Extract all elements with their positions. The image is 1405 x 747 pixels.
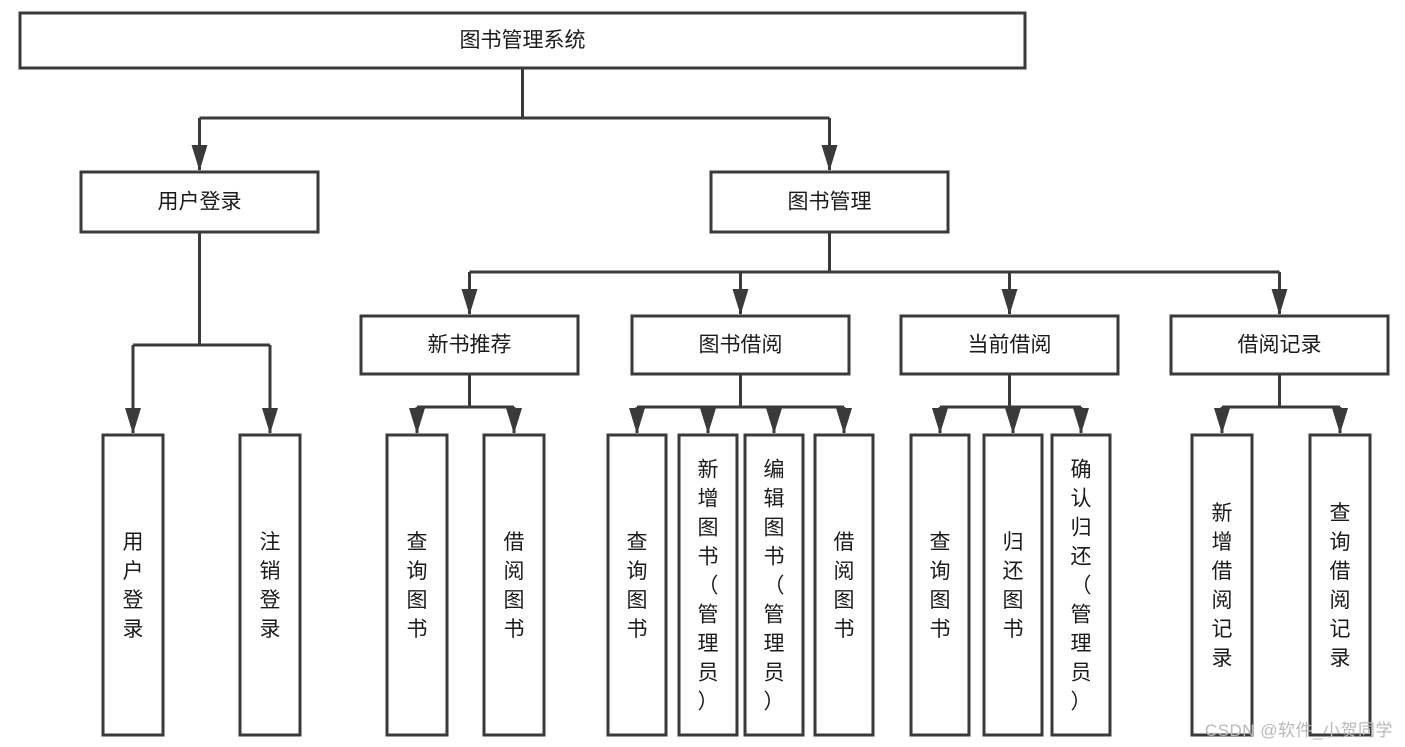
node-leaf-leaf-edit-book-admin[interactable]: 编辑图书（管理员） <box>743 433 805 737</box>
node-box <box>238 433 302 737</box>
node-box <box>1169 314 1390 376</box>
node-leaf-leaf-query-book-1[interactable]: 查询图书 <box>385 433 449 737</box>
node-label: 确认归还（管理员） <box>1071 459 1092 714</box>
node-leaf-leaf-return-book[interactable]: 归还图书 <box>982 433 1044 737</box>
arrow-head-icon <box>1001 289 1018 315</box>
arrow-head-icon <box>629 408 645 434</box>
node-leaf-leaf-borrow-book-1[interactable]: 借阅图书 <box>482 433 546 737</box>
node-l3-new-book-rec[interactable]: 新书推荐 <box>359 314 580 376</box>
node-l3-borrow-record[interactable]: 借阅记录 <box>1169 314 1390 376</box>
node-label: 当前借阅 <box>968 334 1052 357</box>
node-box <box>606 433 668 737</box>
connector-lines <box>125 68 1348 434</box>
node-label: 借阅记录 <box>1238 334 1322 357</box>
node-label: 查询图书 <box>407 531 428 641</box>
node-box <box>899 314 1120 376</box>
node-label: 借阅图书 <box>504 531 525 641</box>
arrow-head-icon <box>506 408 522 434</box>
node-leaf-leaf-query-book-3[interactable]: 查询图书 <box>909 433 971 737</box>
node-leaf-leaf-confirm-return-admin[interactable]: 确认归还（管理员） <box>1050 433 1112 737</box>
node-l3-book-borrow[interactable]: 图书借阅 <box>630 314 851 376</box>
node-box <box>743 433 805 737</box>
node-label: 新书推荐 <box>428 334 512 357</box>
node-label: 用户登录 <box>123 531 144 641</box>
node-leaf-leaf-add-book-admin[interactable]: 新增图书（管理员） <box>677 433 739 737</box>
node-leaf-leaf-query-book-2[interactable]: 查询图书 <box>606 433 668 737</box>
node-l3-current-borrow[interactable]: 当前借阅 <box>899 314 1120 376</box>
node-box <box>677 433 739 737</box>
node-label: 图书管理系统 <box>460 29 586 52</box>
node-box <box>101 433 165 737</box>
arrow-head-icon <box>700 408 716 434</box>
node-leaf-leaf-add-borrow-record[interactable]: 新增借阅记录 <box>1190 433 1254 737</box>
arrow-head-icon <box>1005 408 1021 434</box>
arrow-head-icon <box>262 408 278 434</box>
arrow-head-icon <box>191 145 208 171</box>
arrow-head-icon <box>1214 408 1230 434</box>
node-root-root[interactable]: 图书管理系统 <box>18 11 1027 70</box>
node-box <box>1190 433 1254 737</box>
node-box <box>909 433 971 737</box>
node-label: 归还图书 <box>1003 531 1024 641</box>
node-leaf-leaf-query-borrow-record[interactable]: 查询借阅记录 <box>1308 433 1372 737</box>
node-label: 新增图书（管理员） <box>698 459 719 714</box>
node-label: 图书管理 <box>788 191 872 214</box>
node-label: 图书借阅 <box>699 334 783 357</box>
node-leaf-leaf-logout[interactable]: 注销登录 <box>238 433 302 737</box>
node-label: 借阅图书 <box>834 531 855 641</box>
node-box <box>79 170 320 234</box>
arrow-head-icon <box>1271 289 1288 315</box>
arrow-head-icon <box>409 408 425 434</box>
arrow-head-icon <box>836 408 852 434</box>
node-label: 查询图书 <box>930 531 951 641</box>
arrow-head-icon <box>766 408 782 434</box>
node-box <box>385 433 449 737</box>
node-label: 编辑图书（管理员） <box>764 459 785 714</box>
node-boxes: 图书管理系统用户登录图书管理新书推荐图书借阅当前借阅借阅记录用户登录注销登录查询… <box>18 11 1390 737</box>
node-box <box>359 314 580 376</box>
node-label: 注销登录 <box>260 531 281 641</box>
node-box <box>1050 433 1112 737</box>
node-box <box>18 11 1027 70</box>
arrow-head-icon <box>1332 408 1348 434</box>
node-box <box>630 314 851 376</box>
node-box <box>1308 433 1372 737</box>
arrow-head-icon <box>932 408 948 434</box>
arrow-head-icon <box>732 289 749 315</box>
node-box <box>982 433 1044 737</box>
node-l2-user-login[interactable]: 用户登录 <box>79 170 320 234</box>
node-label: 查询借阅记录 <box>1330 502 1351 670</box>
node-label: 用户登录 <box>158 191 242 214</box>
node-l2-book-manage[interactable]: 图书管理 <box>709 170 950 234</box>
node-leaf-leaf-user-login[interactable]: 用户登录 <box>101 433 165 737</box>
node-leaf-leaf-borrow-book-2[interactable]: 借阅图书 <box>813 433 875 737</box>
node-box <box>482 433 546 737</box>
arrow-head-icon <box>1073 408 1089 434</box>
node-label: 新增借阅记录 <box>1212 502 1233 670</box>
arrow-head-icon <box>821 145 838 171</box>
node-box <box>709 170 950 234</box>
node-label: 查询图书 <box>627 531 648 641</box>
node-box <box>813 433 875 737</box>
arrow-head-icon <box>461 289 478 315</box>
arrow-head-icon <box>125 408 141 434</box>
